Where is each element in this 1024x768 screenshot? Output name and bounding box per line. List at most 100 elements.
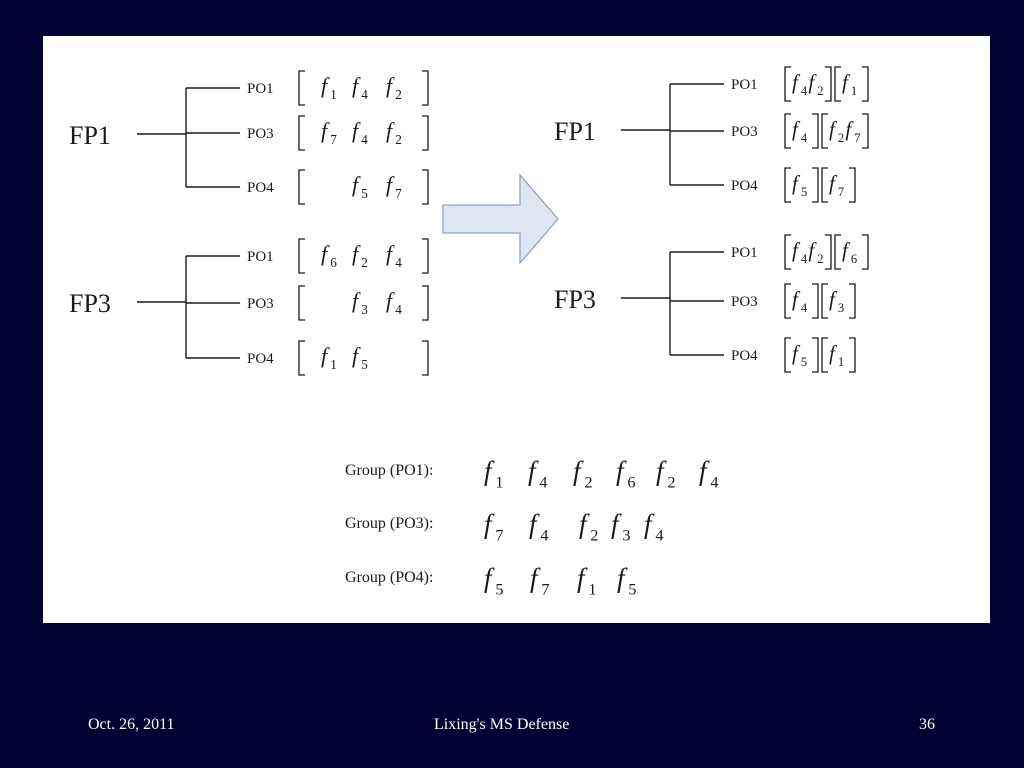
- branch-label: PO1: [247, 249, 274, 265]
- f-letter: f: [792, 171, 801, 195]
- f-subscript: 2: [667, 474, 675, 492]
- f-letter: f: [579, 509, 590, 539]
- f-subscript: 5: [361, 357, 368, 372]
- bracket-right: [422, 238, 429, 274]
- f-subscript: 4: [361, 87, 368, 102]
- f-letter: f: [386, 288, 395, 313]
- f-letter: f: [792, 70, 801, 94]
- bracket-right: [422, 169, 429, 205]
- f-subscript: 6: [851, 252, 857, 266]
- branch-label: PO3: [247, 126, 274, 142]
- bracket-left: [821, 337, 828, 373]
- right-arrow-icon: [442, 173, 559, 265]
- f-subscript: 1: [330, 87, 337, 102]
- f-letter: f: [644, 509, 655, 539]
- f-subscript: 4: [710, 474, 718, 492]
- bracket-left: [298, 169, 305, 205]
- f-letter: f: [528, 456, 539, 486]
- bracket-right: [849, 283, 856, 319]
- f-subscript: 7: [838, 185, 844, 199]
- footer-page-number: 36: [919, 716, 935, 733]
- bracket-left: [784, 337, 791, 373]
- f-letter: f: [808, 70, 817, 94]
- f-subscript: 4: [801, 252, 808, 266]
- f-letter: f: [792, 117, 801, 141]
- f-subscript: 7: [330, 132, 337, 147]
- f-subscript: 5: [495, 581, 503, 599]
- bracket-left: [784, 234, 791, 270]
- f-subscript: 4: [361, 132, 368, 147]
- f-subscript: 4: [395, 255, 402, 270]
- f-letter: f: [352, 172, 361, 197]
- f-letter: f: [616, 456, 627, 486]
- bracket-right: [849, 337, 856, 373]
- f-subscript: 2: [817, 84, 823, 98]
- f-subscript: 2: [838, 131, 844, 145]
- f-subscript: 6: [627, 474, 635, 492]
- f-letter: f: [352, 73, 361, 98]
- bracket-right: [812, 167, 819, 203]
- branch-label: PO1: [731, 77, 758, 93]
- f-subscript: 4: [539, 474, 547, 492]
- bracket-box: [298, 115, 429, 151]
- bracket-box: [784, 113, 819, 149]
- branch-label: PO3: [247, 296, 274, 312]
- bracket-right: [862, 234, 869, 270]
- f-subscript: 5: [801, 355, 807, 369]
- bracket-left: [821, 167, 828, 203]
- f-letter: f: [386, 172, 395, 197]
- f-letter: f: [842, 238, 851, 262]
- f-letter: f: [321, 73, 330, 98]
- bracket-right: [825, 66, 832, 102]
- f-subscript: 5: [361, 186, 368, 201]
- f-letter: f: [321, 241, 330, 266]
- f-letter: f: [577, 563, 588, 593]
- tree-root-label: FP1: [554, 117, 596, 146]
- f-letter: f: [352, 118, 361, 143]
- f-subscript: 1: [495, 474, 503, 492]
- group-label: Group (PO3):: [345, 515, 433, 532]
- f-letter: f: [573, 456, 584, 486]
- branch-label: PO4: [731, 178, 758, 194]
- bracket-box: [298, 70, 429, 106]
- f-subscript: 1: [838, 355, 844, 369]
- bracket-left: [821, 113, 828, 149]
- bracket-left: [298, 340, 305, 376]
- tree-root-label: FP1: [69, 121, 111, 150]
- footer-date: Oct. 26, 2011: [88, 716, 175, 733]
- f-letter: f: [656, 456, 667, 486]
- f-letter: f: [792, 341, 801, 365]
- f-subscript: 4: [655, 527, 663, 545]
- group-label: Group (PO4):: [345, 569, 433, 586]
- f-letter: f: [484, 456, 495, 486]
- f-letter: f: [792, 238, 801, 262]
- f-letter: f: [792, 287, 801, 311]
- bracket-left: [784, 66, 791, 102]
